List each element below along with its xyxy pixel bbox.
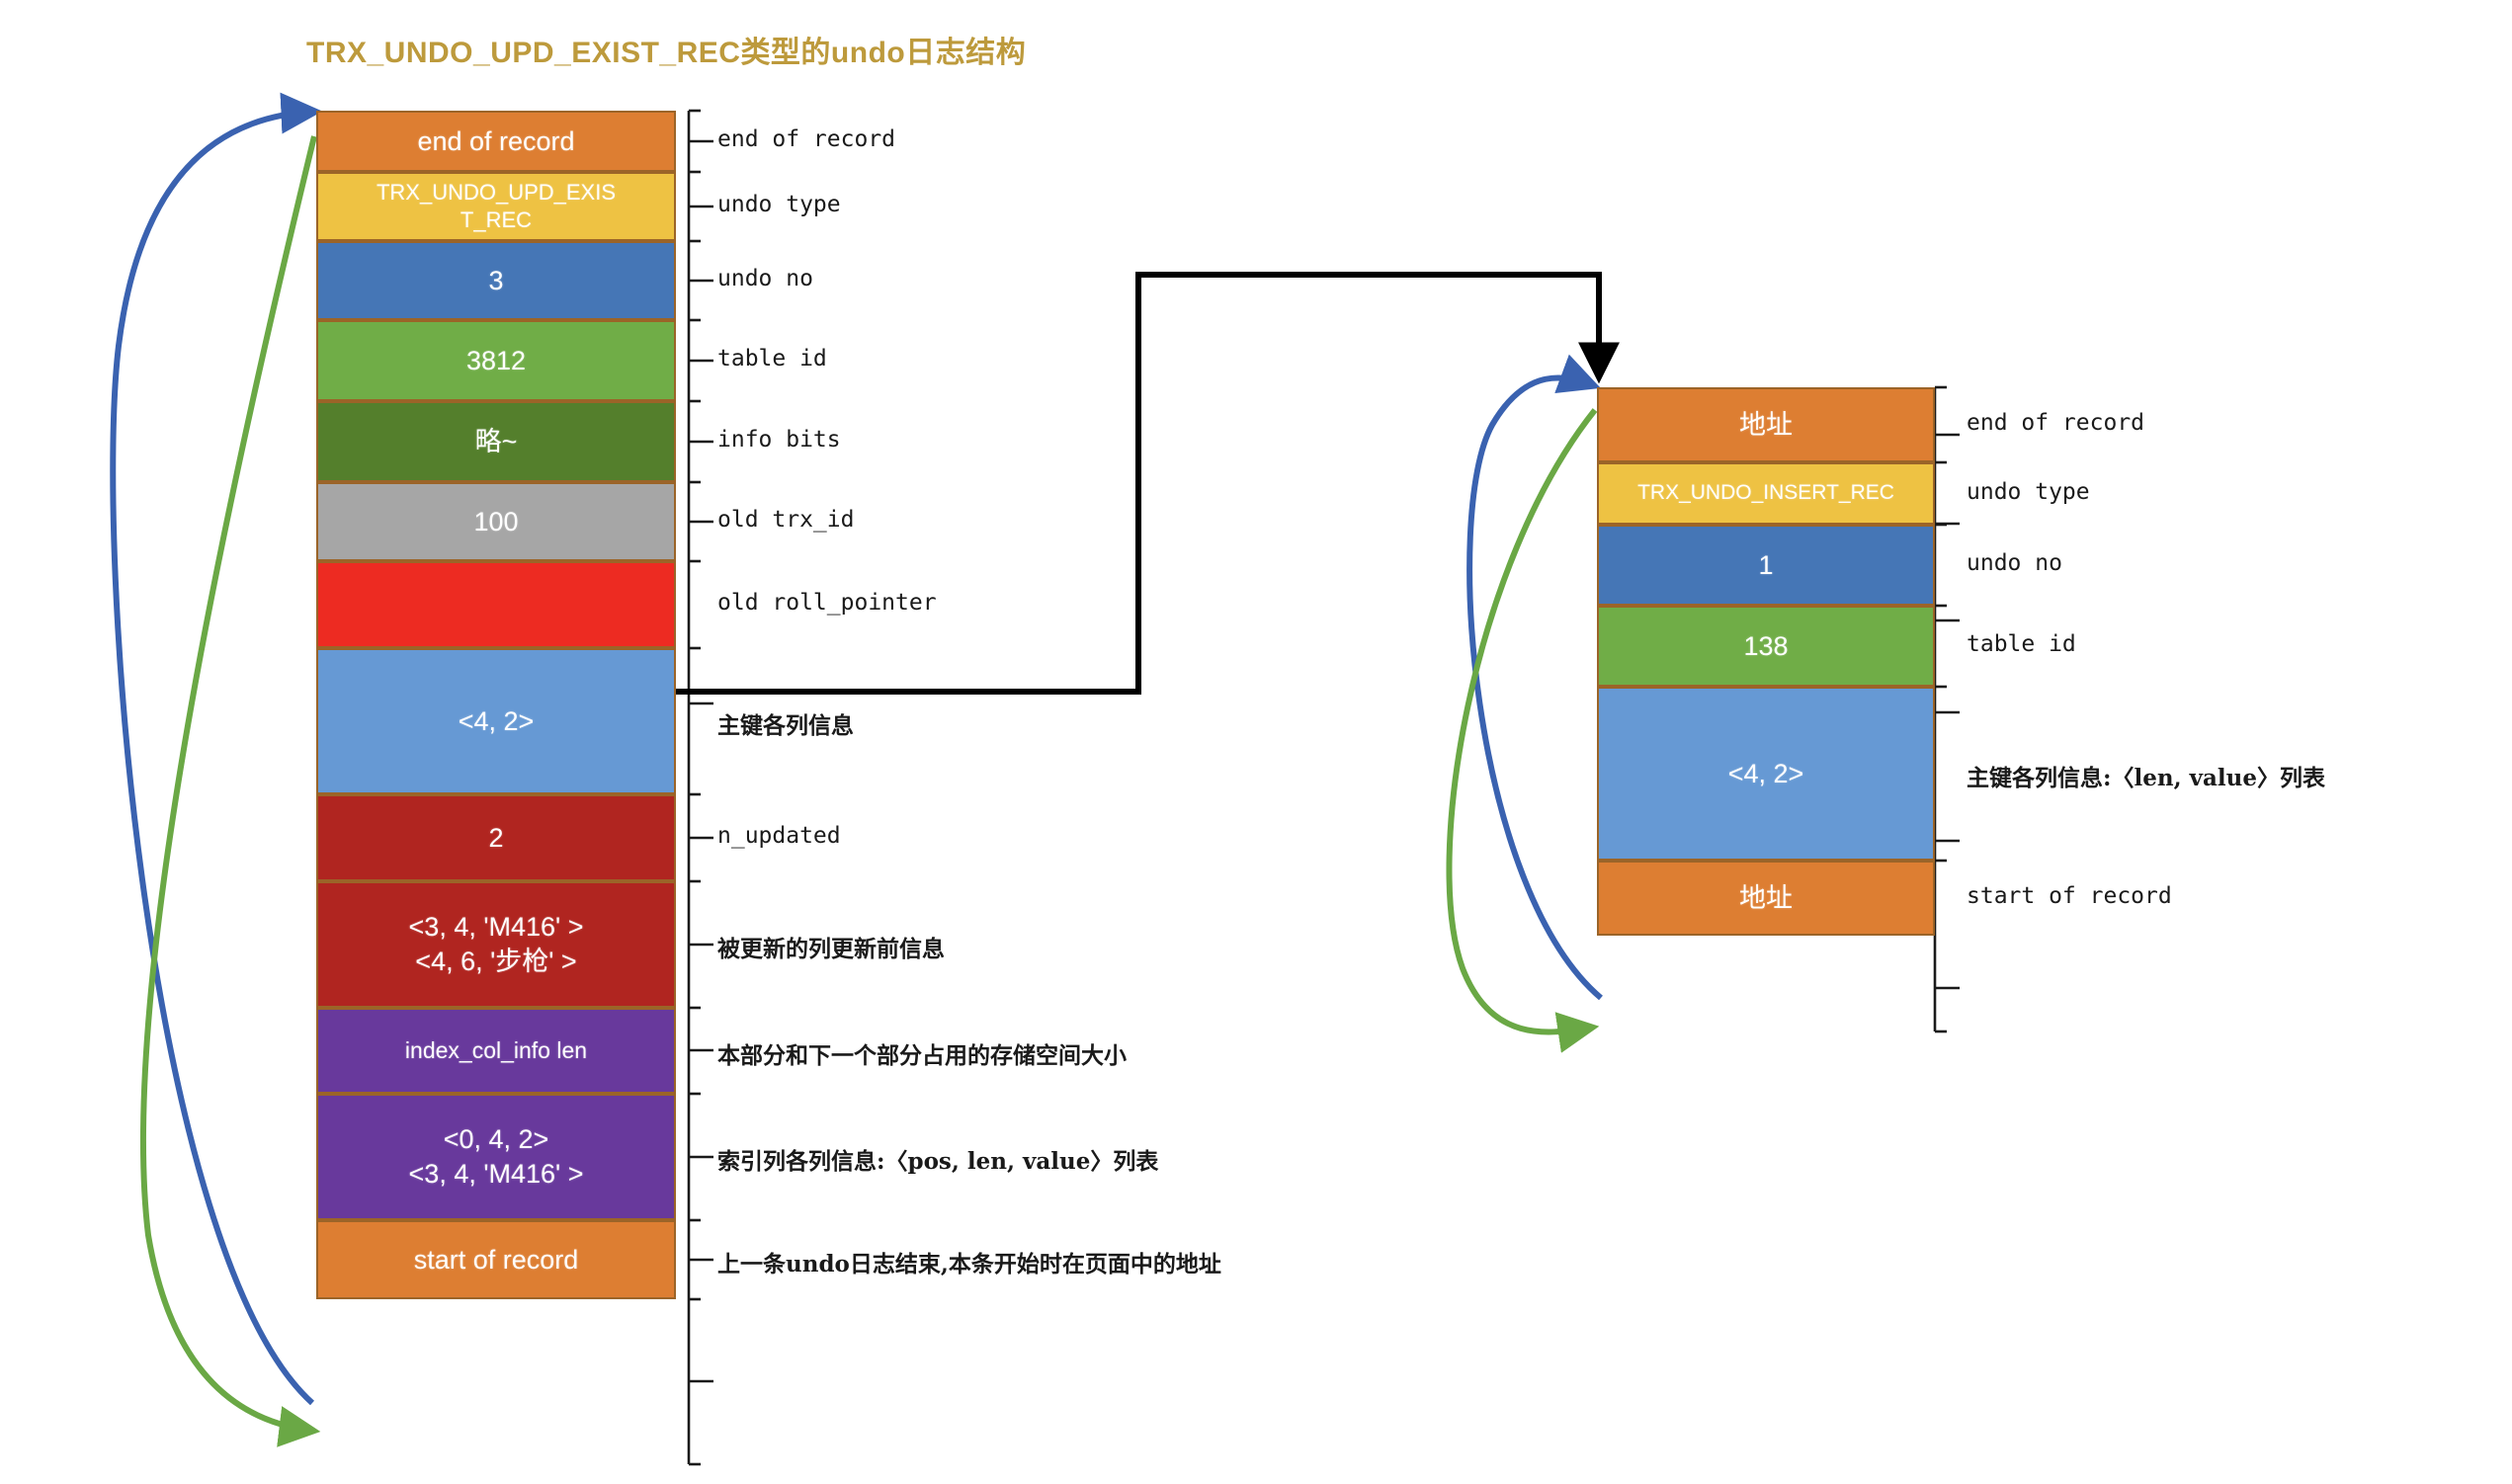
field-label-11: 索引列各列信息:〈pos, len, value〉列表 [717, 1148, 1159, 1175]
field-label-9: 被更新的列更新前信息 [717, 936, 945, 962]
right-next-record-arrow-green [1446, 408, 1600, 1053]
field-label-12: 上一条undo日志结束,本条开始时在页面中的地址 [717, 1251, 1221, 1278]
field-label-0: end of record [717, 126, 896, 152]
field-label-3: table id [1967, 631, 2076, 657]
field-label-4: info bits [717, 427, 841, 453]
page-title: TRX_UNDO_UPD_EXIST_REC类型的undo日志结构 [306, 37, 1027, 69]
record-field-6 [316, 561, 676, 648]
field-label-10: 本部分和下一个部分占用的存储空间大小 [717, 1041, 1127, 1069]
record-field-1: TRX_UNDO_INSERT_REC [1597, 462, 1935, 525]
record-field-4: 略~ [316, 401, 676, 482]
record-field-0: end of record [316, 111, 676, 172]
field-label-5: start of record [1967, 883, 2172, 909]
right-prev-record-arrow-blue [1466, 354, 1603, 1001]
record-field-9: <3, 4, 'M416' > <4, 6, '步枪' > [316, 881, 676, 1008]
record-field-8: 2 [316, 794, 676, 881]
field-label-1: undo type [717, 192, 841, 217]
left-next-record-arrow-green [139, 135, 321, 1447]
record-field-3: 138 [1597, 606, 1935, 687]
left-prev-record-arrow-blue [110, 92, 323, 1406]
record-field-12: start of record [316, 1220, 676, 1299]
record-field-5: 地址 [1597, 861, 1935, 936]
field-label-3: table id [717, 346, 827, 371]
field-label-0: end of record [1967, 410, 2145, 436]
field-label-8: n_updated [717, 823, 841, 849]
field-label-5: old trx_id [717, 507, 855, 533]
left-stack-brackets [687, 109, 713, 1466]
right-stack-brackets [1933, 385, 1960, 1033]
record-field-11: <0, 4, 2> <3, 4, 'M416' > [316, 1094, 676, 1220]
record-field-2: 1 [1597, 525, 1935, 606]
field-label-2: undo no [1967, 550, 2062, 576]
record-field-3: 3812 [316, 320, 676, 401]
record-field-1: TRX_UNDO_UPD_EXIS T_REC [316, 172, 676, 241]
record-field-2: 3 [316, 241, 676, 320]
record-field-5: 100 [316, 482, 676, 561]
record-field-0: 地址 [1597, 387, 1935, 462]
record-field-7: <4, 2> [316, 648, 676, 794]
record-field-10: index_col_info len [316, 1008, 676, 1094]
record-field-4: <4, 2> [1597, 687, 1935, 861]
field-label-2: undo no [717, 266, 813, 291]
field-label-4: 主键各列信息:〈len, value〉列表 [1967, 765, 2325, 791]
field-label-7: 主键各列信息 [717, 712, 854, 739]
field-label-6: old roll_pointer [717, 590, 937, 616]
field-label-1: undo type [1967, 478, 2090, 505]
